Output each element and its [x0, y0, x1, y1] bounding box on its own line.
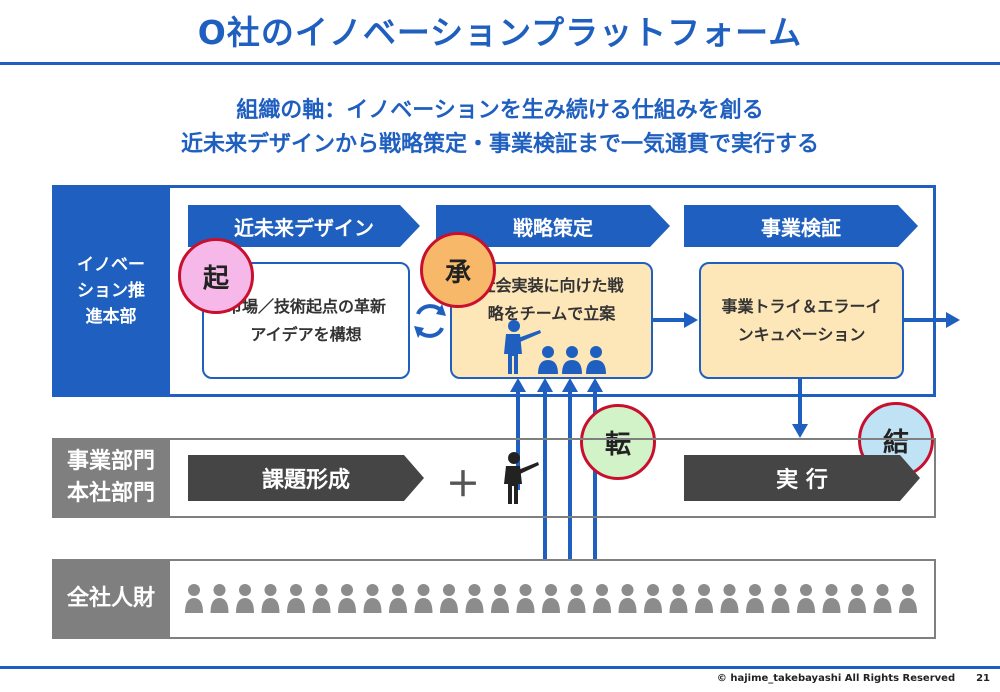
person-icon	[562, 346, 582, 374]
execution-chevron: 実 行	[684, 455, 920, 501]
person-icon	[797, 584, 815, 613]
title-rule	[0, 62, 1000, 65]
strategy-team-icons	[504, 320, 606, 374]
incubation-box: 事業トライ＆エラーインキュベーション	[699, 262, 904, 379]
person-icon	[185, 584, 203, 613]
plus-sign: ＋	[446, 465, 480, 505]
business-unit-label: 事業部門本社部門	[52, 438, 170, 518]
cycle-arrows-icon	[414, 304, 446, 338]
person-icon	[363, 584, 382, 613]
person-icon	[414, 584, 433, 613]
person-icon	[822, 584, 841, 613]
person-icon	[720, 584, 739, 613]
person-icon	[586, 346, 606, 374]
person-icon	[287, 584, 305, 613]
person-icon	[338, 584, 356, 613]
person-icon	[236, 584, 254, 613]
person-icon	[899, 584, 917, 613]
person-icon	[465, 584, 484, 613]
person-icon	[312, 584, 331, 613]
person-icon	[210, 584, 229, 613]
stage-ki-circle: 起	[178, 238, 254, 314]
task-formation-chevron: 課題形成	[188, 455, 424, 501]
phase-validation: 事業検証	[684, 205, 918, 247]
person-icon	[873, 584, 892, 613]
person-icon	[542, 584, 560, 613]
subtitle-line-2: 近未来デザインから戦略策定・事業検証まで一気通貫で実行する	[180, 132, 819, 157]
person-icon	[848, 584, 866, 613]
copyright-text: © hajime_takebayashi All Rights Reserved	[716, 673, 956, 684]
footer: © hajime_takebayashi All Rights Reserved…	[717, 673, 990, 684]
subtitle-line-1: 組織の軸：イノベーションを生み続ける仕組みを創る	[236, 98, 764, 123]
person-pointing-icon	[504, 452, 539, 504]
page-title: O社のイノベーションプラットフォーム	[197, 13, 803, 52]
page-number: 21	[976, 673, 990, 684]
person-icon	[491, 584, 509, 613]
person-icon	[567, 584, 586, 613]
person-icon	[771, 584, 790, 613]
footer-rule	[0, 666, 1000, 669]
stage-sho-circle: 承	[420, 232, 496, 308]
person-icon	[593, 584, 611, 613]
person-icon	[389, 584, 407, 613]
person-icon	[440, 584, 458, 613]
innovation-unit-label: イノベーション推進本部	[52, 185, 170, 397]
stage-ten-circle: 転	[580, 404, 656, 480]
talent-icons-row	[185, 584, 917, 613]
person-icon	[618, 584, 637, 613]
person-icon	[261, 584, 280, 613]
person-icon	[538, 346, 558, 374]
person-icon	[516, 584, 535, 613]
idea-box: 市場／技術起点の革新アイデアを構想	[202, 262, 410, 379]
person-icon	[669, 584, 688, 613]
person-icon	[746, 584, 764, 613]
company-talent-label: 全社人財	[52, 559, 170, 639]
person-pointing-icon	[504, 320, 541, 374]
person-icon	[644, 584, 662, 613]
person-icon	[695, 584, 713, 613]
